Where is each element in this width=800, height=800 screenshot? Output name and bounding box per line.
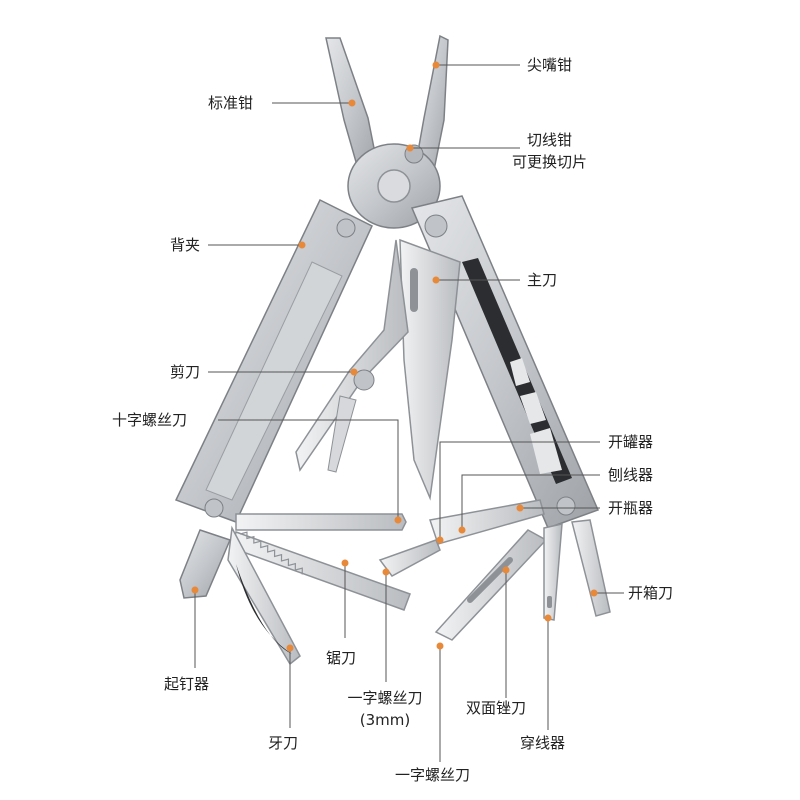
- phillips-screwdriver-tool: [235, 513, 407, 531]
- dot-flat: [436, 642, 444, 650]
- label-serrated-blade: 牙刀: [268, 734, 299, 752]
- main-blade: [399, 238, 461, 501]
- leader-can-opener: [439, 441, 600, 540]
- label-needle-nose-pliers: 尖嘴钳: [527, 56, 573, 74]
- label-main-blade: 主刀: [527, 271, 558, 289]
- dot-bottle-opener: [516, 504, 524, 512]
- label-back-clip: 背夹: [170, 236, 201, 254]
- label-phillips-screwdriver: 十字螺丝刀: [112, 411, 188, 429]
- label-flat-screwdriver-3mm-size: (3mm): [359, 711, 411, 729]
- dot-flat-3mm: [382, 568, 390, 576]
- dot-can-opener: [436, 536, 444, 544]
- dot-standard-pliers: [348, 99, 356, 107]
- dot-box-cutter: [590, 589, 598, 597]
- scissors: [295, 239, 409, 473]
- dot-needle-nose: [432, 61, 440, 69]
- left-handle: [174, 198, 373, 523]
- dot-wire-stripper: [458, 526, 466, 534]
- label-threader: 穿线器: [520, 734, 566, 752]
- label-flat-screwdriver-3mm: 一字螺丝刀: [347, 689, 423, 707]
- dot-file: [502, 566, 510, 574]
- label-wire-cutter: 切线钳: [527, 131, 573, 149]
- dot-nail-puller: [191, 586, 199, 594]
- dot-threader: [544, 614, 552, 622]
- lower-right-tools: [378, 499, 611, 641]
- label-nail-puller: 起钉器: [164, 675, 210, 693]
- dot-phillips: [394, 516, 402, 524]
- label-wire-stripper: 刨线器: [608, 466, 654, 484]
- leader-phillips: [218, 419, 399, 520]
- label-standard-pliers: 标准钳: [208, 94, 254, 112]
- dot-wire-cutter: [406, 144, 414, 152]
- label-bottle-opener: 开瓶器: [608, 499, 654, 517]
- dot-saw: [341, 559, 349, 567]
- label-can-opener: 开罐器: [608, 433, 654, 451]
- label-box-cutter: 开箱刀: [628, 584, 674, 602]
- leader-wire-stripper: [461, 474, 600, 530]
- dot-serrated: [286, 644, 294, 652]
- label-scissors: 剪刀: [170, 363, 201, 381]
- label-saw: 锯刀: [326, 649, 357, 667]
- marker-dots: [191, 61, 598, 652]
- label-double-file: 双面锉刀: [466, 699, 527, 717]
- label-flat-screwdriver: 一字螺丝刀: [395, 766, 471, 784]
- dot-main-blade: [432, 276, 440, 284]
- dot-scissors: [350, 368, 358, 376]
- leader-lines: [194, 64, 624, 762]
- pliers-jaws: [325, 34, 449, 229]
- dot-back-clip: [298, 241, 306, 249]
- label-replaceable-cutter: 可更换切片: [512, 153, 588, 171]
